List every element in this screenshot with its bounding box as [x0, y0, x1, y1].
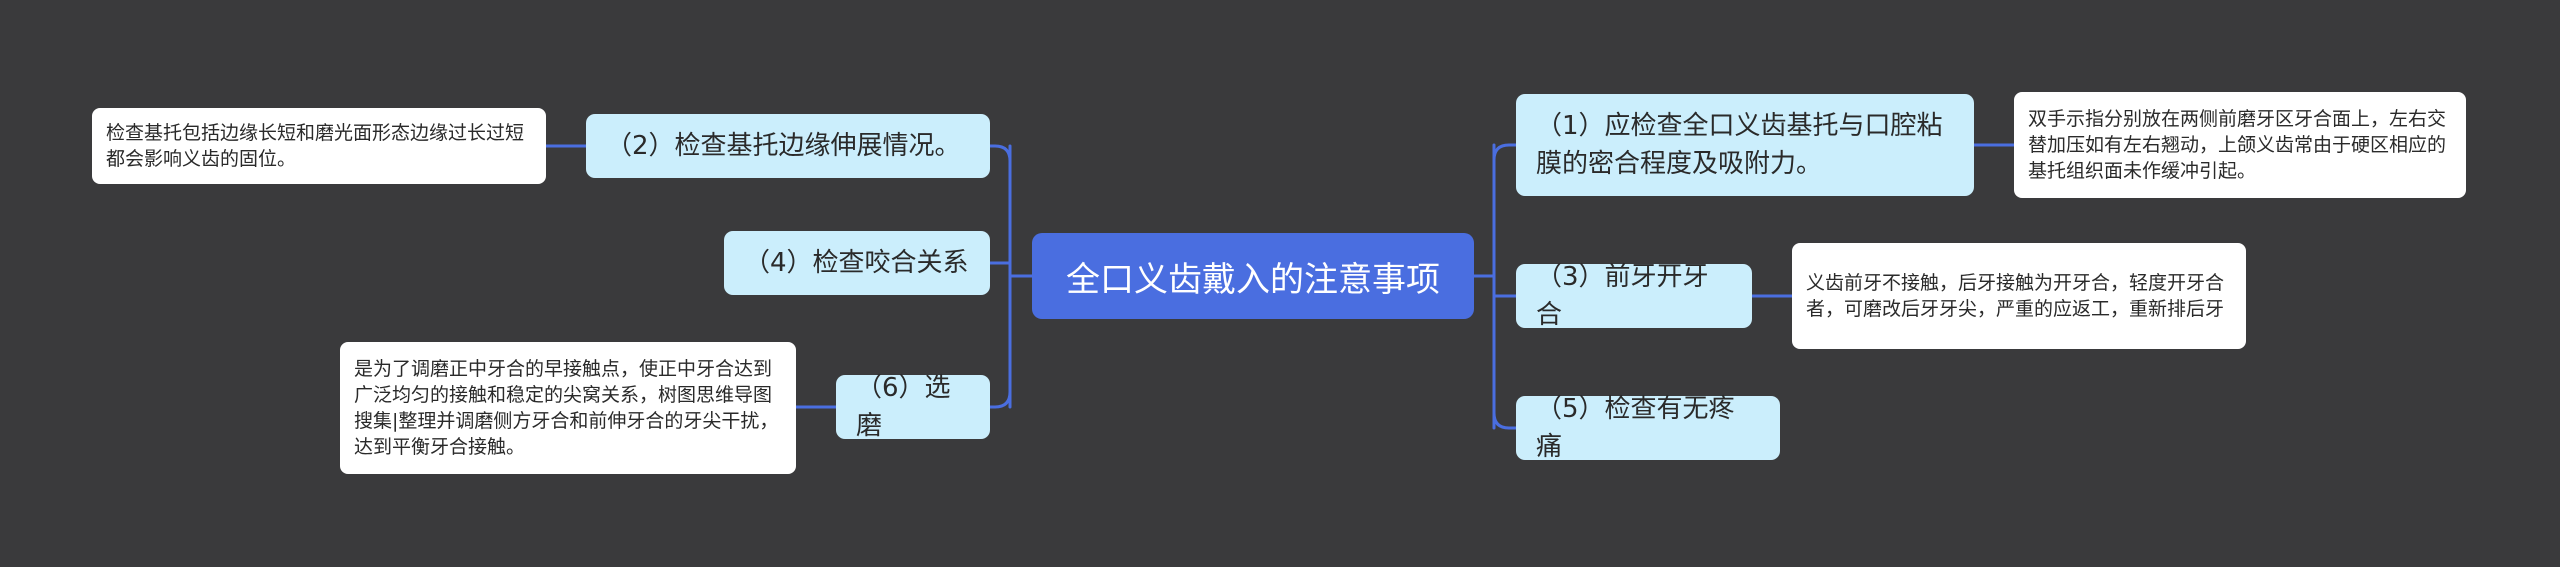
branch-1-label: （1）应检查全口义齿基托与口腔粘膜的密合程度及吸附力。 [1536, 111, 1943, 179]
connector-branch-1 [1492, 143, 1518, 162]
leaf-1-text: 双手示指分别放在两侧前磨牙区牙合面上，左右交替加压如有左右翘动，上颌义齿常由于硬… [2028, 108, 2447, 182]
leaf-6-text: 是为了调磨正中牙合的早接触点，使正中牙合达到广泛均匀的接触和稳定的尖窝关系，树图… [354, 358, 779, 458]
leaf-2-node[interactable]: 检查基托包括边缘长短和磨光面形态边缘过长过短都会影响义齿的固位。 [92, 108, 546, 184]
connector-branch-2 [988, 144, 1012, 163]
branch-5-node[interactable]: （5）检查有无疼痛 [1516, 394, 1780, 462]
branch-3-node[interactable]: （3）前牙开牙合 [1516, 262, 1752, 330]
leaf-3-node[interactable]: 义齿前牙不接触，后牙接触为开牙合，轻度开牙合者，可磨改后牙牙尖，严重的应返工，重… [1792, 243, 2246, 349]
leaf-6-node[interactable]: 是为了调磨正中牙合的早接触点，使正中牙合达到广泛均匀的接触和稳定的尖窝关系，树图… [340, 342, 796, 474]
leaf-1-node[interactable]: 双手示指分别放在两侧前磨牙区牙合面上，左右交替加压如有左右翘动，上颌义齿常由于硬… [2014, 92, 2466, 198]
branch-6-node[interactable]: （6）选磨 [836, 373, 990, 441]
branch-2-node[interactable]: （2）检查基托边缘伸展情况。 [586, 114, 990, 178]
root-node[interactable]: 全口义齿戴入的注意事项 [1032, 233, 1474, 319]
branch-4-node[interactable]: （4）检查咬合关系 [724, 231, 990, 295]
branch-5-label: （5）检查有无疼痛 [1536, 394, 1735, 462]
connector-branch-5 [1492, 411, 1518, 430]
connector-branch-6 [988, 390, 1012, 409]
branch-1-node[interactable]: （1）应检查全口义齿基托与口腔粘膜的密合程度及吸附力。 [1516, 94, 1974, 196]
branch-6-label: （6）选磨 [856, 373, 951, 441]
branch-4-label: （4）检查咬合关系 [744, 248, 969, 278]
root-label: 全口义齿戴入的注意事项 [1066, 259, 1440, 300]
leaf-3-text: 义齿前牙不接触，后牙接触为开牙合，轻度开牙合者，可磨改后牙牙尖，严重的应返工，重… [1806, 272, 2225, 320]
branch-3-label: （3）前牙开牙合 [1536, 262, 1709, 330]
leaf-2-text: 检查基托包括边缘长短和磨光面形态边缘过长过短都会影响义齿的固位。 [106, 122, 525, 170]
branch-2-label: （2）检查基托边缘伸展情况。 [606, 131, 961, 161]
